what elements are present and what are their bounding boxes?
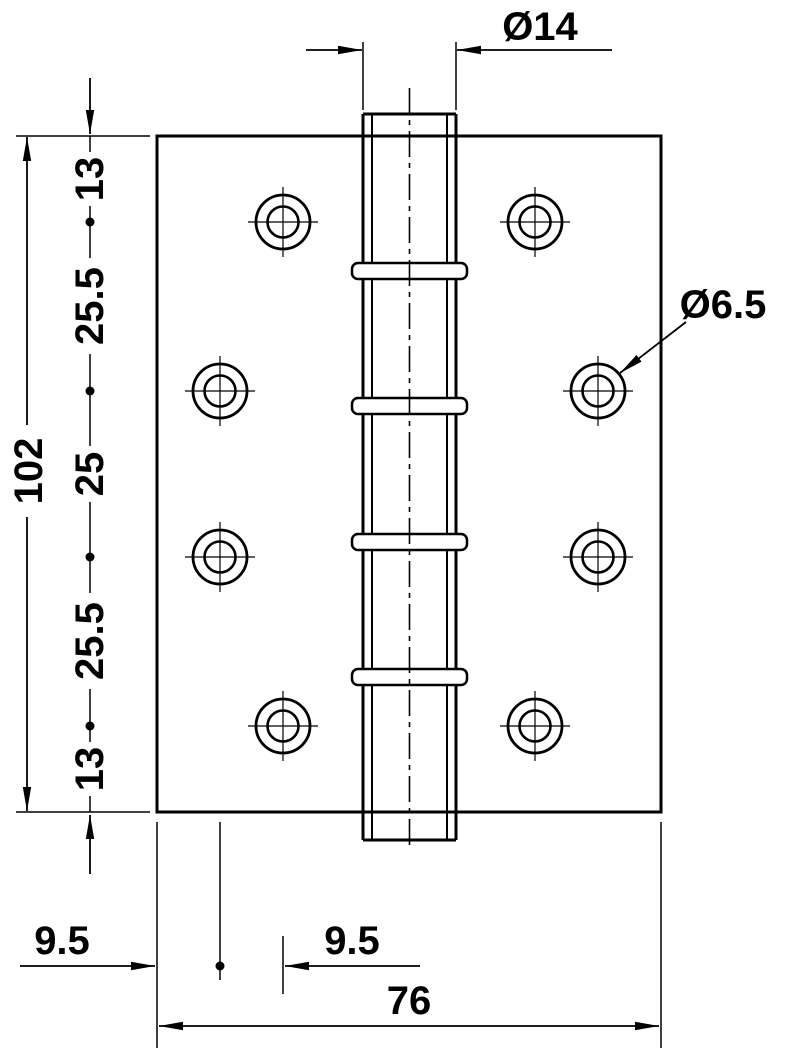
chain-point [85, 386, 95, 396]
dim-pin-diameter: Ø14 [306, 5, 612, 55]
hinge-body [155, 88, 663, 848]
screw-hole [185, 356, 255, 426]
screw-hole [563, 522, 633, 592]
pin-diameter-label: Ø14 [502, 5, 578, 49]
dim-hole-to-hole: 9.5 [285, 919, 420, 971]
dim-edge-to-hole: 9.5 [20, 919, 225, 971]
chain-label-13-bottom: 13 [68, 747, 112, 792]
screw-hole [248, 187, 318, 257]
screw-hole [185, 522, 255, 592]
screw-hole [563, 356, 633, 426]
screw-hole [248, 691, 318, 761]
edge-to-hole-label: 9.5 [34, 919, 90, 963]
hole-to-hole-label: 9.5 [324, 919, 380, 963]
dim-vertical-chain: 13 25.5 25 25.5 13 [66, 78, 114, 874]
chain-point [215, 961, 225, 971]
chain-label-25: 25 [68, 452, 112, 497]
chain-point [85, 217, 95, 227]
screw-hole [500, 187, 570, 257]
dimension-annotations: Ø14 Ø6.5 102 13 25.5 [7, 5, 766, 1048]
chain-point [85, 552, 95, 562]
dim-hole-diameter: Ø6.5 [619, 283, 767, 374]
dim-overall-width: 76 [159, 979, 659, 1031]
overall-height-label: 102 [7, 438, 51, 505]
chain-label-25-5-lower: 25.5 [68, 602, 112, 680]
extension-lines [16, 42, 662, 1048]
screw-holes [185, 187, 633, 761]
chain-point [85, 721, 95, 731]
chain-label-13-top: 13 [68, 157, 112, 202]
chain-label-25-5-upper: 25.5 [68, 267, 112, 345]
screw-hole [500, 691, 570, 761]
dim-overall-height: 102 [7, 137, 51, 811]
hole-diameter-label: Ø6.5 [680, 283, 767, 327]
overall-width-label: 76 [387, 979, 432, 1023]
